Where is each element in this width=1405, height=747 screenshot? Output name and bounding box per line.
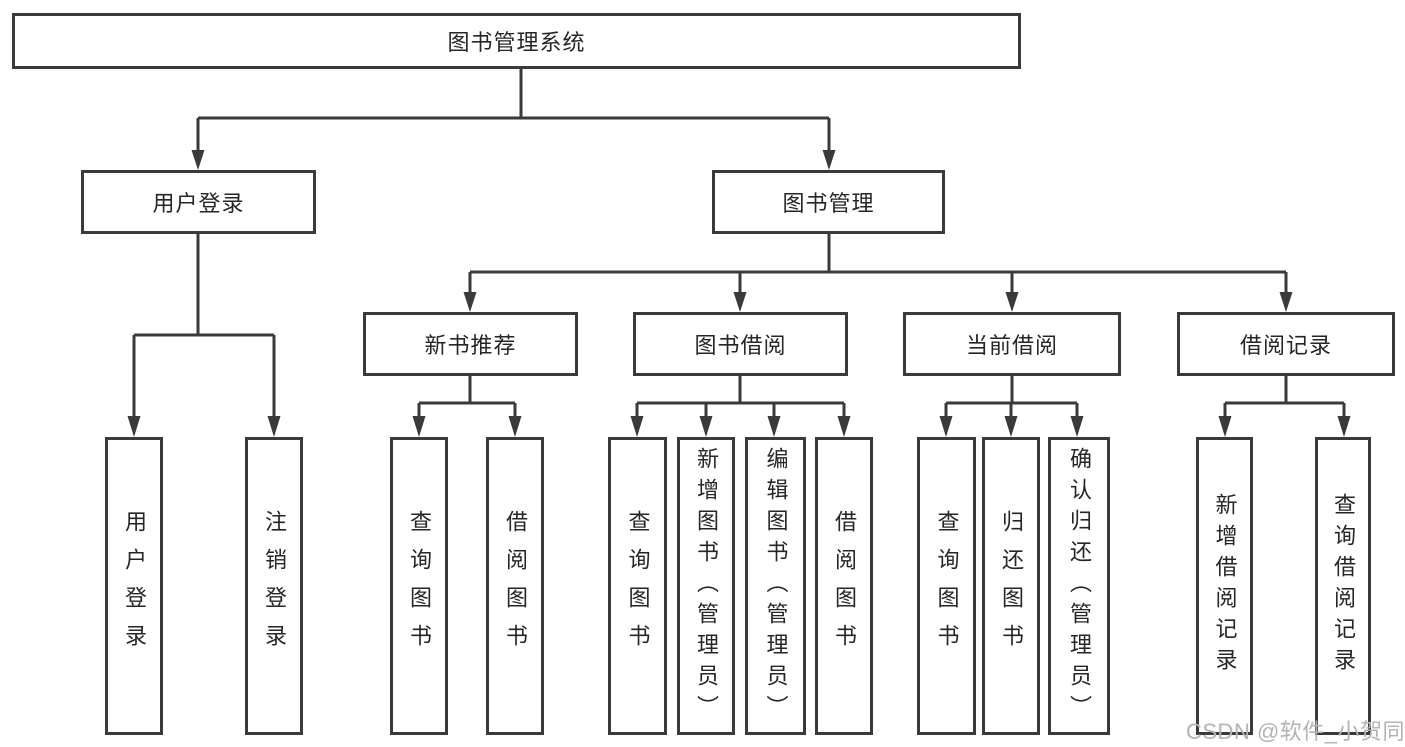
node-label: 用户登录 — [152, 191, 245, 216]
node-label: 当前借阅 — [965, 333, 1058, 358]
node-label: 图书管理 — [782, 191, 875, 216]
node-label: 图书管理系统 — [447, 30, 586, 55]
node-new-book-recommend: 新书推荐 — [363, 312, 578, 376]
connector-new-book-to-leaves — [412, 376, 522, 437]
leaf-user-login: 用户登录 — [105, 437, 163, 735]
node-label: 查询图书 — [934, 510, 960, 662]
connector-borrow-records-to-leaves — [1218, 376, 1351, 437]
node-book-management: 图书管理 — [712, 170, 945, 234]
leaf-logout: 注销登录 — [245, 437, 303, 735]
leaf-query-borrow-record: 查询借阅记录 — [1315, 437, 1371, 735]
connector-user-login-to-leaves — [127, 234, 281, 437]
leaf-confirm-return-admin: 确认归还（管理员） — [1048, 437, 1110, 735]
connector-book-management-to-level2 — [463, 234, 1293, 312]
node-label: 借阅图书 — [503, 510, 528, 662]
leaf-edit-book-admin: 编辑图书（管理员） — [745, 437, 806, 735]
connector-current-borrow-to-leaves — [939, 376, 1084, 437]
leaf-add-book-admin: 新增图书（管理员） — [677, 437, 735, 735]
node-label: 图书借阅 — [694, 333, 787, 358]
node-user-login: 用户登录 — [81, 170, 316, 234]
node-label: 用户登录 — [122, 510, 147, 662]
leaf-add-borrow-record: 新增借阅记录 — [1196, 437, 1253, 735]
node-current-borrow: 当前借阅 — [903, 312, 1121, 376]
leaf-query-books-recommend: 查询图书 — [390, 437, 448, 735]
node-label: 编辑图书（管理员） — [763, 446, 789, 726]
node-label: 归还图书 — [999, 510, 1024, 662]
node-label: 确认归还（管理员） — [1067, 446, 1092, 726]
connector-book-borrow-to-leaves — [630, 376, 851, 437]
node-label: 新增借阅记录 — [1212, 493, 1238, 679]
leaf-query-books-borrow: 查询图书 — [608, 437, 667, 735]
node-borrow-records: 借阅记录 — [1177, 312, 1395, 376]
node-label: 注销登录 — [262, 510, 287, 662]
node-label: 借阅记录 — [1239, 333, 1332, 358]
node-label: 查询图书 — [625, 510, 651, 662]
node-root: 图书管理系统 — [12, 13, 1021, 69]
node-label: 新增图书（管理员） — [694, 446, 719, 726]
node-label: 借阅图书 — [832, 510, 857, 662]
leaf-borrow-books-2: 借阅图书 — [815, 437, 873, 735]
leaf-query-books-current: 查询图书 — [917, 437, 976, 735]
leaf-borrow-books-recommend: 借阅图书 — [486, 437, 544, 735]
node-label: 查询图书 — [407, 510, 432, 662]
node-book-borrow: 图书借阅 — [633, 312, 848, 376]
connector-root-to-level1 — [191, 69, 836, 170]
node-label: 新书推荐 — [424, 333, 517, 358]
node-label: 查询借阅记录 — [1331, 493, 1356, 679]
leaf-return-book: 归还图书 — [982, 437, 1040, 735]
watermark: CSDN @软件_小贺同学 — [1186, 719, 1405, 744]
